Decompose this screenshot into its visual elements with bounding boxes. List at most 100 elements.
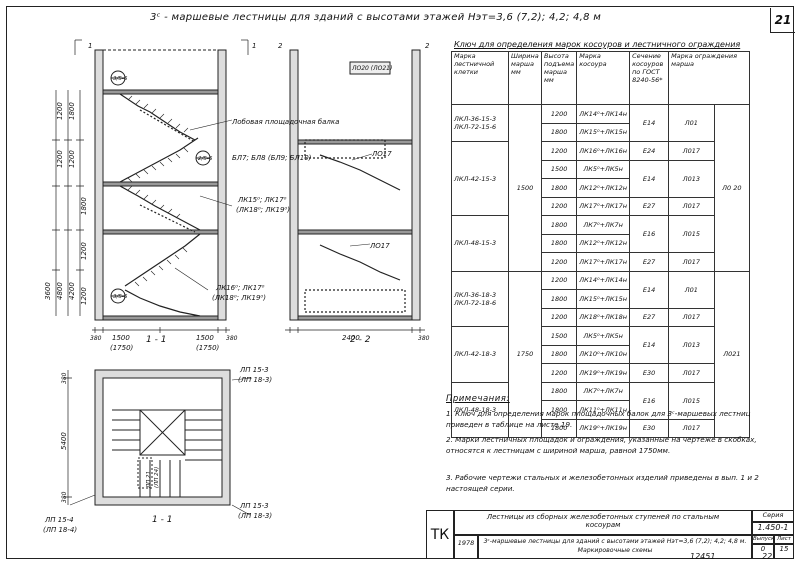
- header-fence: Марка ограждения марша: [668, 51, 751, 105]
- section-1-1-label: 1 - 1: [146, 335, 166, 345]
- cell-section: Е27: [629, 307, 670, 327]
- cell-section: Е16: [629, 215, 670, 253]
- plan-label-8: (ЛП 24): [154, 467, 160, 488]
- key-table-title: Ключ для определения марок косоуров и ле…: [454, 40, 741, 49]
- stamp-year: 1978: [454, 535, 478, 559]
- note-3: 3. Рабочие чертежи стальных и железобето…: [446, 473, 759, 493]
- cell-height: 1800: [540, 215, 578, 235]
- cell-height: 1800: [540, 233, 578, 253]
- stamp-issue-label: Выпуск: [752, 535, 775, 544]
- cell-height: 1200: [540, 252, 578, 272]
- dim-v-9: 4800: [56, 282, 64, 300]
- cell-kosour: ЛК17⁰+ЛК17н: [576, 196, 631, 216]
- cell-kosour: ЛК18⁰+ЛК18н: [576, 307, 631, 327]
- header-mark: Марка лестничной клетки: [451, 51, 509, 105]
- cell-mark: ЛКЛ-36-15-3 ЛКЛ-72-15-6: [451, 104, 509, 142]
- circle-tags: [110, 70, 211, 304]
- cell-height: 1500: [540, 326, 578, 346]
- sheet-frame: [6, 6, 794, 559]
- cell-kosour: ЛК12⁰+ЛК12н: [576, 233, 631, 253]
- cell-kosour: ЛК5⁰+ЛК5н: [576, 326, 631, 346]
- kosour-label-1: ЛК15⁰; ЛК17⁰: [237, 196, 287, 204]
- stair-drawings: 1 - 1 2 - 2 1 1 2 2 Лобовая площадочная …: [43, 39, 430, 534]
- cell-section: Е14: [629, 159, 670, 198]
- cell-width: 1750: [508, 270, 542, 438]
- fence-label-2: ЛО17: [369, 242, 390, 250]
- cell-fence: Л01: [668, 270, 715, 309]
- plan-dim-1: 380: [61, 372, 68, 384]
- cell-section: Е16: [629, 381, 670, 420]
- stamp-sheet-label: Лист: [774, 535, 794, 544]
- cell-section: Е27: [629, 252, 670, 272]
- cell-section: Е14: [629, 270, 670, 309]
- cell-section: Е27: [629, 196, 670, 216]
- cell-kosour: ЛК14⁰+ЛК14н: [576, 270, 631, 290]
- cell-kosour: ЛК17⁰+ЛК17н: [576, 252, 631, 272]
- plan-section-label: 1 - 1: [152, 515, 172, 525]
- stair-flights-1: [119, 93, 201, 317]
- fence-label-1: ЛО17: [371, 150, 392, 158]
- dim-v-7: 1200: [80, 287, 88, 305]
- kosour-label-2b: (ЛК18⁰; ЛК19⁰): [212, 294, 266, 302]
- plan-dim-3: 380: [61, 491, 68, 503]
- cell-height: 1200: [540, 363, 578, 383]
- cell-fence: Л017: [668, 307, 715, 327]
- cell-fence-group: Л0 20: [713, 104, 751, 272]
- cell-height: 1800: [540, 178, 578, 198]
- cell-height: 1800: [540, 418, 578, 438]
- title-stamp: ТК Лестницы из сборных железобетонных ст…: [426, 510, 794, 559]
- dim-b1-3: (1750): [110, 344, 134, 352]
- cell-section: Е14: [629, 326, 670, 364]
- section-mark-1a: 1: [88, 42, 92, 50]
- cell-height: 1800: [540, 122, 578, 142]
- dim-v-5: 1800: [80, 197, 88, 215]
- stamp-series: 1.450-1: [752, 522, 794, 535]
- cell-height: 1500: [540, 159, 578, 179]
- sheet-number: 21: [770, 8, 795, 33]
- cell-section: Е14: [629, 104, 670, 142]
- floor-slabs-1: [102, 89, 219, 321]
- cell-kosour: ЛК14⁰+ЛК14н: [576, 104, 631, 124]
- inventory-number-2: 22: [762, 552, 773, 561]
- dim-b2-2: (1750): [196, 344, 220, 352]
- header-section: Сечение косоуров по ГОСТ 8240-56*: [629, 51, 670, 105]
- dim-v-6: 1200: [80, 242, 88, 260]
- key-table-header: Марка лестничной клетки Ширина марша мм …: [451, 51, 751, 105]
- cell-height: 1200: [540, 270, 578, 290]
- beam-label: Лобовая площадочная балка: [231, 118, 339, 126]
- cell-height: 1200: [540, 104, 578, 124]
- cell-kosour: ЛК19⁰+ЛК19н: [576, 418, 631, 438]
- note-1: 1. Ключ для определения марок площадочны…: [446, 409, 751, 429]
- cell-mark: ЛКЛ-48-18-3: [451, 381, 509, 438]
- circle-tag-1: 3/5-6: [113, 76, 128, 82]
- cell-fence: Л015: [668, 215, 715, 253]
- stamp-series-label: Серия: [752, 510, 794, 522]
- plan-label-2: (ЛП 18-3): [238, 376, 272, 384]
- cell-kosour: ЛК5⁰+ЛК5н: [576, 159, 631, 179]
- cell-kosour: ЛК7⁰+ЛК7н: [576, 381, 631, 401]
- dim-v-8: 3600: [44, 282, 52, 300]
- cell-fence: Л017: [668, 252, 715, 272]
- cell-fence-group: Л021: [713, 270, 751, 438]
- notes-title: Примечания:: [446, 394, 510, 404]
- stamp-issue: 0: [752, 544, 774, 559]
- header-width: Ширина марша мм: [508, 51, 542, 105]
- cell-kosour: ЛК19⁰+ЛК19н: [576, 363, 631, 383]
- plan-label-3: ЛП 15-3: [239, 502, 269, 510]
- beam-marks: БЛ7; БЛ8 (БЛ9; БЛ10): [232, 154, 312, 162]
- wall-right-1: [217, 49, 227, 321]
- plan-label-4: (ЛП 18-3): [238, 512, 272, 520]
- cell-kosour: ЛК16⁰+ЛК16н: [576, 141, 631, 161]
